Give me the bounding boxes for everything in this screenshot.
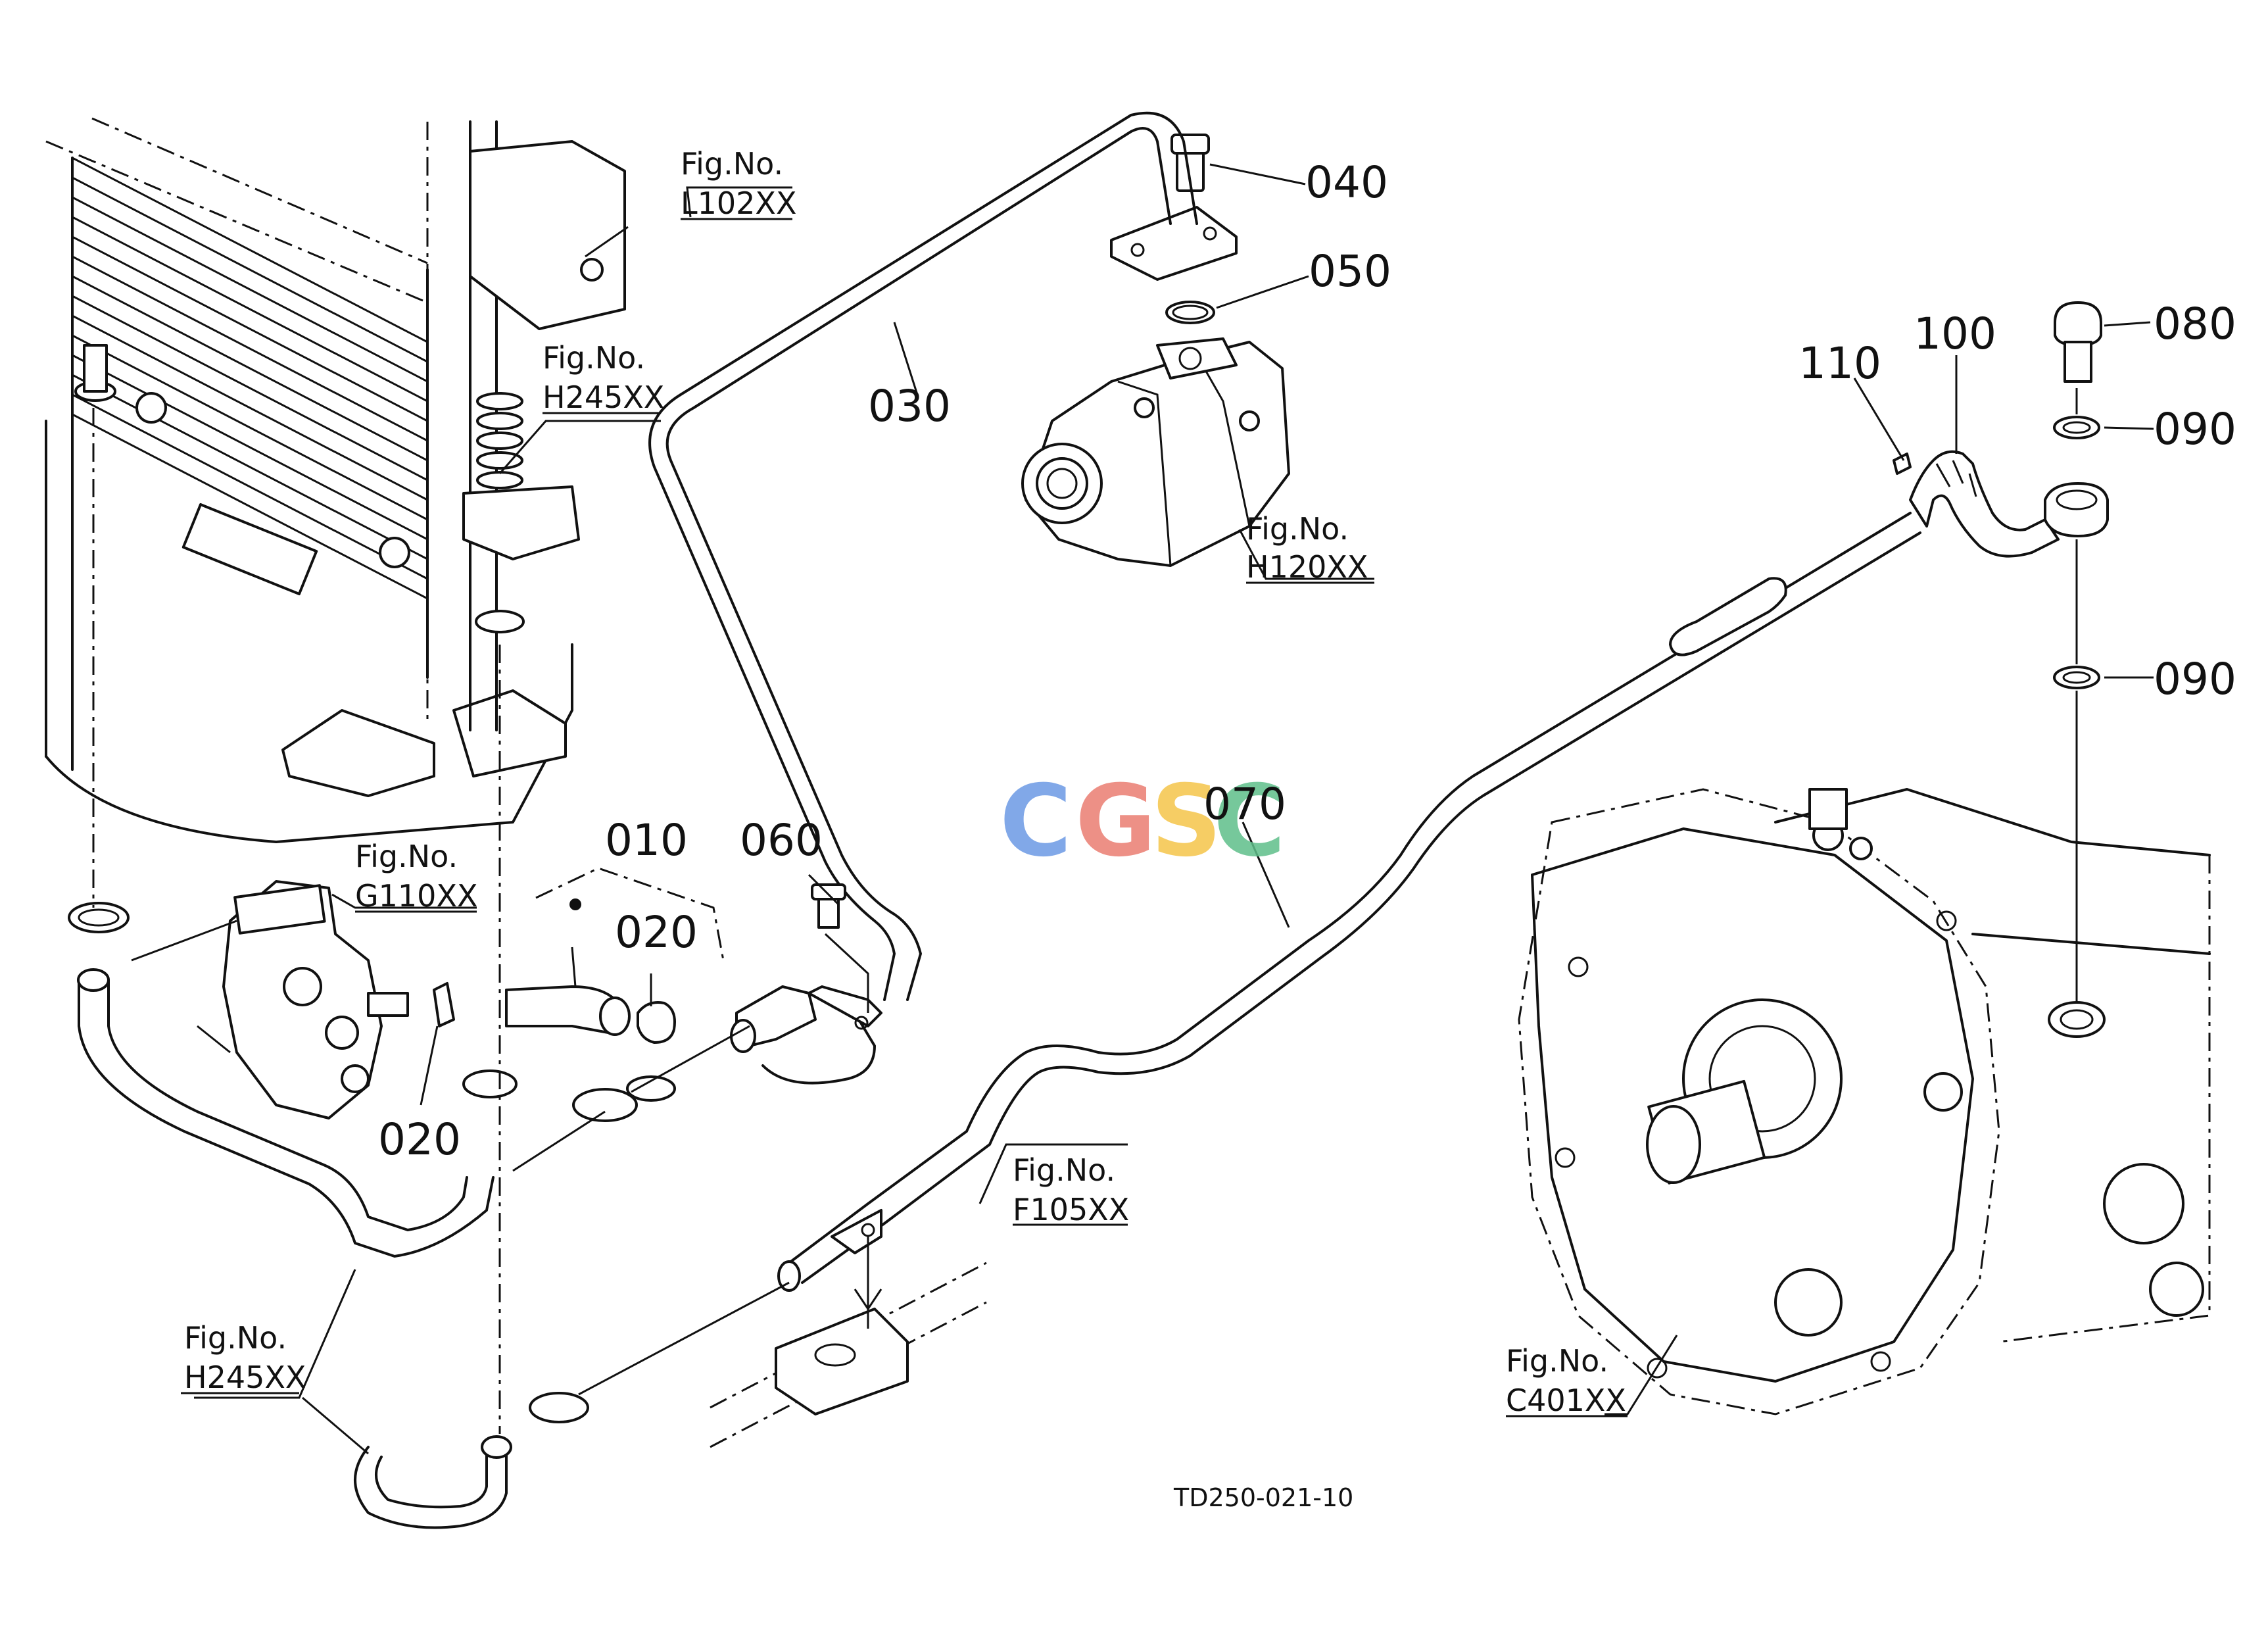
fig-ref-f105-label: Fig.No. bbox=[1013, 1152, 1115, 1188]
fig-ref-g110-code: G110XX bbox=[355, 878, 477, 914]
fig-ref-c401-label: Fig.No. bbox=[1506, 1343, 1608, 1379]
part-label-110: 110 bbox=[1798, 338, 1881, 389]
banjo-fitting bbox=[2044, 482, 2109, 537]
part-label-080: 080 bbox=[2154, 299, 2236, 349]
elbow-pipe bbox=[730, 883, 882, 1085]
fig-ref-l102-code: L102XX bbox=[681, 185, 796, 221]
watermark-letter-1: C bbox=[1000, 764, 1072, 879]
transmission-case bbox=[1518, 788, 2211, 1415]
part-label-020-right: 020 bbox=[615, 907, 698, 958]
fig-ref-h245-lower-label: Fig.No. bbox=[184, 1320, 287, 1356]
part-label-010: 010 bbox=[605, 815, 688, 866]
part-label-100: 100 bbox=[1914, 308, 1996, 359]
watermark: C G S C bbox=[1000, 764, 1286, 879]
fig-ref-g110-label: Fig.No. bbox=[355, 839, 458, 874]
fig-ref-c401-code: C401XX bbox=[1506, 1383, 1626, 1418]
fig-ref-h245-upper-label: Fig.No. bbox=[543, 340, 645, 376]
fig-ref-h120-label: Fig.No. bbox=[1246, 511, 1349, 547]
leader-lines bbox=[181, 163, 2154, 1455]
hose-clamp bbox=[68, 902, 130, 933]
flange-040 bbox=[1110, 134, 1238, 281]
cooler-fins bbox=[72, 157, 428, 600]
washer-090-lower bbox=[2053, 666, 2100, 689]
fig-ref-l102-label: Fig.No. bbox=[681, 146, 783, 182]
fig-ref-h245-lower-code: H245XX bbox=[184, 1360, 306, 1395]
fig-references: Fig.No. L102XX Fig.No. H245XX Fig.No. H1… bbox=[184, 146, 1626, 1418]
frame-bracket bbox=[710, 1237, 987, 1448]
fig-ref-h245-upper-code: H245XX bbox=[543, 380, 664, 415]
part-label-030: 030 bbox=[868, 381, 951, 431]
radiator-assembly bbox=[45, 117, 626, 843]
diagram-code: TD250-021-10 bbox=[1173, 1483, 1353, 1512]
part-labels: 040 050 030 080 100 110 090 090 070 060 … bbox=[378, 157, 2236, 1165]
part-label-060: 060 bbox=[740, 815, 823, 866]
pipe-030 bbox=[648, 111, 1198, 1001]
part-label-020-left: 020 bbox=[378, 1114, 461, 1165]
part-label-050: 050 bbox=[1309, 246, 1391, 297]
hose-010 bbox=[505, 985, 631, 1036]
washer-090-upper bbox=[2053, 416, 2100, 439]
part-label-070: 070 bbox=[1203, 779, 1286, 829]
part-label-040: 040 bbox=[1305, 157, 1388, 208]
watermark-letter-2: G bbox=[1075, 764, 1156, 879]
clamp-110 bbox=[1893, 453, 1912, 475]
fig-ref-f105-code: F105XX bbox=[1013, 1192, 1129, 1227]
fig-ref-h120-code: H120XX bbox=[1246, 549, 1368, 585]
clamp-020 bbox=[433, 982, 676, 1044]
spring bbox=[476, 392, 523, 489]
hose-100 bbox=[1909, 450, 2060, 558]
watermark-letter-4: C bbox=[1213, 764, 1286, 879]
hydraulic-pump bbox=[1021, 337, 1290, 567]
part-label-090-upper: 090 bbox=[2154, 404, 2236, 455]
part-label-090-lower: 090 bbox=[2154, 654, 2236, 704]
lower-hose bbox=[77, 968, 512, 1529]
watermark-letter-3: S bbox=[1151, 764, 1222, 879]
banjo-bolt-080 bbox=[2054, 301, 2102, 383]
valve-block bbox=[131, 880, 409, 1119]
pipe-070 bbox=[777, 512, 1921, 1292]
